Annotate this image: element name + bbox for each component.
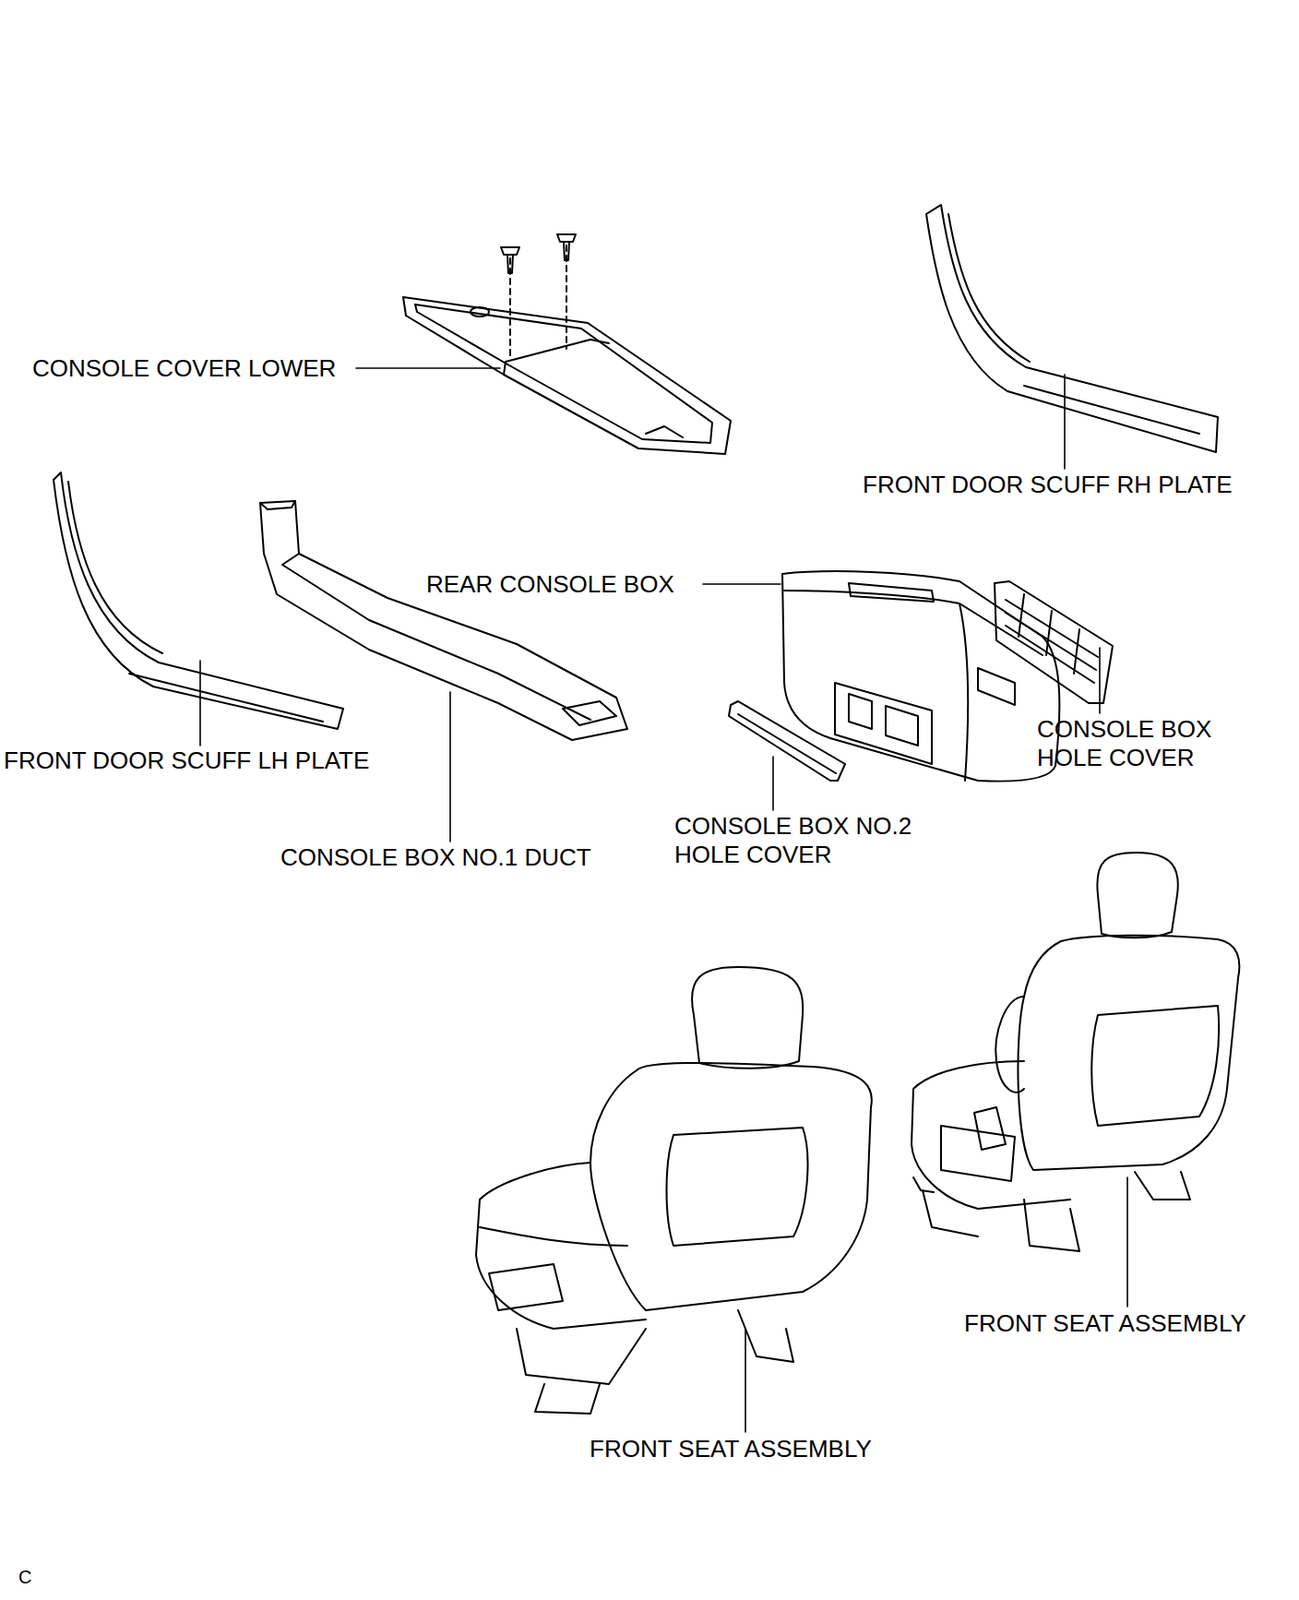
rear-console-box [782,571,1060,781]
part-name: CONSOLE BOX NO.2 HOLE COVER [674,811,942,870]
console-cover-lower [403,234,731,454]
hole-cover [994,581,1113,704]
part-name: CONSOLE BOX NO.1 DUCT [280,843,592,872]
leader-lines [200,368,1128,1432]
part-name: FRONT DOOR SCUFF RH PLATE [862,470,1233,500]
scuff-plate-lh [53,472,344,729]
front-seat-left [476,966,872,1414]
part-name: CONSOLE COVER LOWER [32,354,336,383]
figure-code: C [18,1562,32,1592]
hole-cover-2 [728,701,846,781]
part-name: FRONT SEAT ASSEMBLY [964,1309,1247,1338]
duct [260,500,628,740]
part-name: FRONT SEAT ASSEMBLY [589,1434,872,1464]
part-name: CONSOLE BOX HOLE COVER [1036,715,1236,773]
part-name: FRONT DOOR SCUFF LH PLATE [3,746,370,775]
part-name: REAR CONSOLE BOX [426,570,675,599]
front-seat-right [911,852,1240,1252]
scuff-plate-rh [926,204,1218,453]
